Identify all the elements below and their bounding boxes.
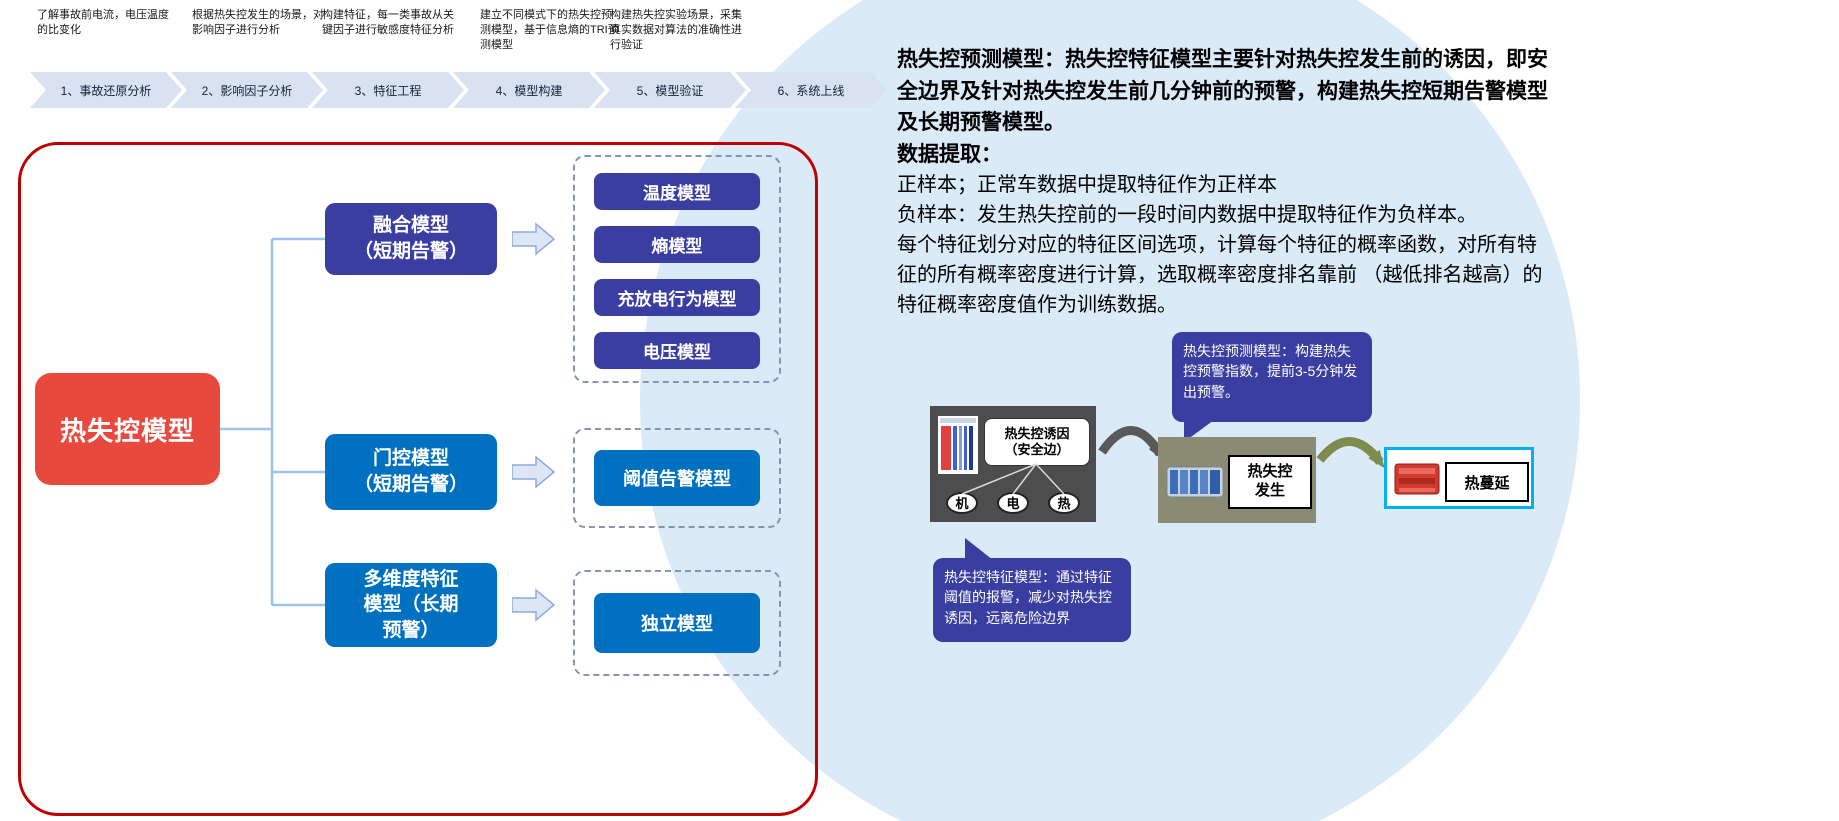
root-model-box: 热失控模型 (35, 373, 220, 485)
stage-trigger-box: 热失控诱因 （安全边） 机 电 热 (930, 406, 1096, 522)
battery-module-image (1166, 461, 1224, 506)
description-line-positive: 正样本；正常车数据中提取特征作为正样本 (897, 174, 1277, 196)
stage-propagation-label: 热蔓延 (1445, 462, 1529, 502)
chevron-step-2-label: 2、影响因子分析 (201, 83, 293, 98)
step-note-2: 根据热失控发生的场景，对影响因子进行分析 (192, 9, 324, 36)
chevron-step-3-label: 3、特征工程 (354, 83, 422, 98)
callout-prediction-model: 热失控预测模型：构建热失控预警指数，提前3-5分钟发出预警。 (1172, 332, 1372, 442)
chevron-step-1: 1、事故还原分析 (30, 72, 182, 108)
branch-multidim-label: 多维度特征 模型（长期 预警） (363, 568, 459, 641)
thermal-map-image (938, 416, 978, 479)
stage-occurrence-label: 热失控 发生 (1228, 455, 1312, 509)
chevron-step-3: 3、特征工程 (312, 72, 464, 108)
branch-multidim-model: 多维度特征 模型（长期 预警） (325, 563, 497, 647)
root-model-label: 热失控模型 (59, 415, 195, 446)
factor-mechanical: 机 (946, 492, 978, 514)
submodel-group-gate: 阈值告警模型 (573, 428, 781, 528)
arrow-branch1-icon (511, 222, 556, 261)
chevron-step-5-label: 5、模型验证 (636, 83, 704, 98)
model-frame (18, 142, 818, 816)
chevron-step-2: 2、影响因子分析 (171, 72, 323, 108)
step-note-1: 了解事故前电流，电压温度的比变化 (37, 9, 169, 36)
callout-prediction-text: 热失控预测模型：构建热失控预警指数，提前3-5分钟发出预警。 (1183, 343, 1358, 400)
description-line-negative: 负样本：发生热失控前的一段时间内数据中提取特征作为负样本。 (897, 204, 1477, 226)
callout-feature-tail (965, 538, 993, 560)
submodel-voltage: 电压模型 (594, 332, 760, 369)
submodel-temperature: 温度模型 (594, 173, 760, 210)
submodel-entropy: 熵模型 (594, 226, 760, 263)
callout-feature-model: 热失控特征模型：通过特征阈值的报警，减少对热失控诱因，远离危险边界 (933, 538, 1131, 642)
step-note-5: 构建热失控实验场景，采集真实数据对算法的准确性进行验证 (610, 9, 742, 51)
description-section-label: 数据提取： (897, 142, 1002, 166)
step-note-4: 建立不同模式下的热失控预测模型，基于信息熵的TRI预测模型 (480, 9, 619, 51)
submodel-charge-behavior: 充放电行为模型 (594, 279, 760, 316)
submodel-threshold-alarm: 阈值告警模型 (594, 450, 760, 506)
battery-pack-image (1393, 456, 1441, 505)
arrow-branch2-icon (511, 455, 556, 494)
chevron-step-1-label: 1、事故还原分析 (60, 83, 152, 98)
chevron-step-4-label: 4、模型构建 (495, 83, 563, 98)
submodel-independent: 独立模型 (594, 593, 760, 653)
stage-propagation-box: 热蔓延 (1384, 447, 1534, 509)
branch-fusion-label: 融合模型 （短期告警） (353, 215, 468, 262)
stage-trigger-label: 热失控诱因 （安全边） (984, 418, 1090, 466)
callout-feature-text: 热失控特征模型：通过特征阈值的报警，减少对热失控诱因，远离危险边界 (944, 569, 1112, 626)
description-block: 热失控预测模型：热失控特征模型主要针对热失控发生前的诱因，即安全边界及针对热失控… (897, 44, 1555, 320)
factor-thermal: 热 (1048, 492, 1080, 514)
branch-gate-model: 门控模型 （短期告警） (325, 434, 497, 510)
submodel-group-multidim: 独立模型 (573, 570, 781, 676)
branch-gate-label: 门控模型 （短期告警） (353, 448, 468, 495)
chevron-step-5: 5、模型验证 (594, 72, 746, 108)
factor-electrical: 电 (997, 492, 1029, 514)
background-circle (640, 0, 1580, 821)
chevron-step-6: 6、系统上线 (735, 72, 887, 108)
chevron-step-6-label: 6、系统上线 (777, 83, 845, 98)
stage-occurrence-box: 热失控 发生 (1158, 437, 1316, 523)
arrow-branch3-icon (511, 588, 556, 627)
callout-prediction-tail (1184, 420, 1214, 442)
submodel-group-fusion: 温度模型 熵模型 充放电行为模型 电压模型 (573, 155, 781, 383)
branch-fusion-model: 融合模型 （短期告警） (325, 203, 497, 275)
description-intro: 热失控预测模型：热失控特征模型主要针对热失控发生前的诱因，即安全边界及针对热失控… (897, 48, 1548, 134)
step-note-3: 构建特征，每一类事故从关键因子进行敏感度特征分析 (322, 9, 454, 36)
chevron-step-4: 4、模型构建 (453, 72, 605, 108)
description-line-probability: 每个特征划分对应的特征区间选项，计算每个特征的概率函数，对所有特征的所有概率密度… (897, 234, 1543, 316)
